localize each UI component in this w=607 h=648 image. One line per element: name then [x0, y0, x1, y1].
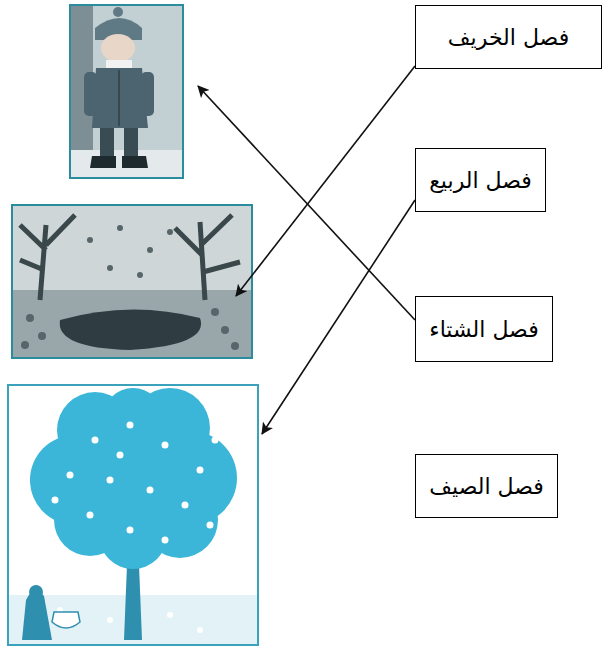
- arrow: [236, 66, 415, 296]
- season-box: فصل الشتاء: [415, 296, 553, 362]
- arrows: [198, 66, 415, 434]
- season-name: فصل الربيع: [429, 168, 532, 193]
- arrow: [198, 86, 415, 320]
- fruit-tree-picture: [8, 385, 258, 645]
- season-name: فصل الشتاء: [429, 317, 538, 342]
- arrow: [262, 200, 415, 434]
- season-name: فصل الصيف: [429, 474, 544, 499]
- winter-picture: [70, 5, 183, 178]
- season-box: فصل الصيف: [415, 454, 558, 518]
- season-box: فصل الربيع: [415, 148, 546, 212]
- autumn-picture: [12, 205, 252, 358]
- season-name: فصل الخريف: [448, 25, 569, 50]
- season-box: فصل الخريف: [415, 5, 602, 69]
